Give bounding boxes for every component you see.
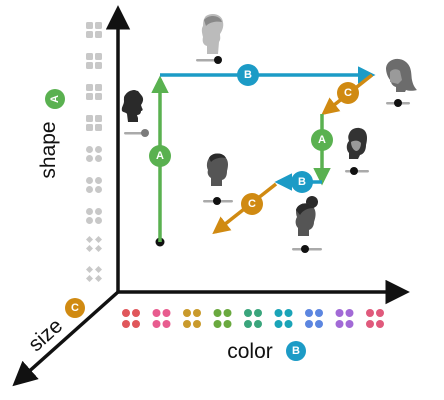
path-marker-badge: C <box>337 82 359 104</box>
face-icon <box>196 14 224 64</box>
path-marker-badge: C <box>241 193 263 215</box>
color-axis-label-group: color B <box>227 340 306 363</box>
color-swatch-dot <box>315 309 323 317</box>
color-swatch <box>305 309 323 328</box>
color-swatch-dot <box>132 320 140 328</box>
color-swatch-dot <box>315 320 323 328</box>
color-swatch-dot <box>213 320 222 328</box>
path-marker-circle <box>149 145 171 167</box>
color-swatch-dot <box>244 309 252 317</box>
color-swatch-dot <box>162 309 171 317</box>
color-swatch <box>122 309 140 328</box>
square-glyphs <box>86 22 102 131</box>
color-swatch <box>152 309 171 328</box>
color-swatch <box>183 309 201 328</box>
color-swatch-dot <box>376 320 384 328</box>
color-swatch-dot <box>193 320 201 328</box>
face-icon <box>121 90 149 137</box>
color-swatch-dot <box>244 320 252 328</box>
axes <box>12 5 410 387</box>
color-swatch-dot <box>345 320 354 328</box>
color-swatch-dot <box>366 320 374 328</box>
size-axis-badge-letter: C <box>71 302 79 314</box>
path-marker-circle <box>237 64 259 86</box>
shape-glyph-column <box>86 22 102 282</box>
color-swatch <box>335 309 354 328</box>
face-icon <box>292 196 322 253</box>
color-swatch-dot <box>274 320 283 328</box>
path-marker-badge: B <box>291 171 313 193</box>
shape-axis-badge-letter: A <box>49 95 61 103</box>
path-marker-letter: C <box>248 198 256 210</box>
size-axis-label: size <box>24 314 67 356</box>
color-swatch-dot <box>183 320 191 328</box>
color-swatch-dot <box>284 320 293 328</box>
color-swatch <box>244 309 262 328</box>
path-marker-letter: A <box>156 150 164 162</box>
color-axis-badge <box>286 341 306 361</box>
color-swatch-dot <box>162 320 171 328</box>
path-marker-badge: B <box>237 64 259 86</box>
path-marker-circle <box>311 129 333 151</box>
color-swatch-dot <box>223 320 232 328</box>
color-swatch-dot <box>122 309 130 317</box>
color-swatch-dot <box>376 309 384 317</box>
color-swatch-dot <box>345 309 354 317</box>
size-axis <box>12 290 120 387</box>
circle-glyphs <box>86 146 102 224</box>
shape-axis-label: shape <box>37 121 60 178</box>
color-swatch <box>213 309 232 328</box>
shape-axis-label-group: shape A <box>37 89 65 179</box>
path-marker-letter: C <box>344 87 352 99</box>
color-swatch-dot <box>335 320 344 328</box>
color-swatch-dot <box>152 320 161 328</box>
color-swatch-dot <box>335 309 344 317</box>
path-marker-letter: B <box>298 176 306 188</box>
shape-axis-badge <box>45 89 65 109</box>
face-icon <box>345 127 369 175</box>
face-icon <box>386 58 417 107</box>
color-swatch-dot <box>274 309 283 317</box>
color-swatch-dot <box>152 309 161 317</box>
diamond-glyphs <box>86 236 102 282</box>
face-icon <box>203 153 233 205</box>
color-swatch-dot <box>305 320 313 328</box>
path-marker-circle <box>241 193 263 215</box>
color-swatch-dot <box>254 309 262 317</box>
color-swatch-dot <box>254 320 262 328</box>
color-swatch-dot <box>213 309 222 317</box>
color-swatch-dot <box>193 309 201 317</box>
path-marker-circle <box>337 82 359 104</box>
color-swatch-dot <box>183 309 191 317</box>
color-swatch-dot <box>132 309 140 317</box>
path-marker-circle <box>291 171 313 193</box>
color-swatch <box>274 309 293 328</box>
color-swatch-row <box>122 309 384 328</box>
path-markers: A B C A B C <box>149 64 359 215</box>
face-glyphs <box>121 14 417 253</box>
traversal-path <box>151 66 376 247</box>
size-axis-badge <box>65 298 85 318</box>
path-marker-badge: A <box>149 145 171 167</box>
color-swatch-dot <box>366 309 374 317</box>
color-axis-badge-letter: B <box>292 345 300 357</box>
color-swatch-dot <box>122 320 130 328</box>
path-marker-letter: B <box>244 69 252 81</box>
path-marker-letter: A <box>318 134 326 146</box>
color-axis-label: color <box>227 340 273 363</box>
color-swatch-dot <box>223 309 232 317</box>
color-swatch <box>366 309 384 328</box>
color-swatch-dot <box>305 309 313 317</box>
color-swatch-dot <box>284 309 293 317</box>
path-marker-badge: A <box>311 129 333 151</box>
